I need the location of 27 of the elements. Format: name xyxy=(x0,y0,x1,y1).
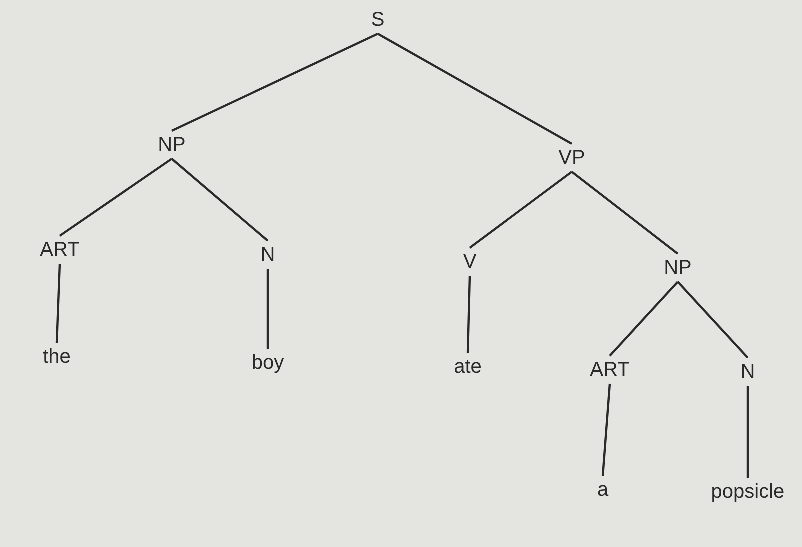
tree-node-label: V xyxy=(463,250,477,274)
tree-branch-line xyxy=(172,33,378,132)
tree-branch-line xyxy=(377,33,573,145)
tree-node-label: NP xyxy=(664,256,692,280)
tree-branch-line xyxy=(56,264,62,344)
tree-branch-line xyxy=(469,171,573,249)
tree-node-label: a xyxy=(597,478,609,502)
tree-node-label: S xyxy=(371,8,385,32)
tree-branch-line xyxy=(677,281,749,359)
tree-node-label: popsicle xyxy=(711,480,785,504)
tree-node-label: ART xyxy=(590,358,630,382)
tree-node-label: ART xyxy=(40,238,80,262)
tree-node-label: boy xyxy=(252,351,284,375)
tree-branch-line xyxy=(266,269,270,349)
tree-branch-line xyxy=(59,158,173,237)
tree-branch-line xyxy=(171,158,269,242)
tree-node-label: VP xyxy=(558,146,586,170)
tree-node-label: N xyxy=(260,243,276,267)
tree-branch-line xyxy=(602,384,612,476)
tree-branch-line xyxy=(466,276,472,354)
tree-branch-line xyxy=(609,281,679,357)
tree-node-label: N xyxy=(740,360,756,384)
tree-branch-line xyxy=(571,171,679,255)
tree-node-label: the xyxy=(43,345,71,369)
tree-node-label: ate xyxy=(454,355,482,379)
tree-branch-line xyxy=(746,386,750,478)
tree-node-label: NP xyxy=(158,133,186,157)
